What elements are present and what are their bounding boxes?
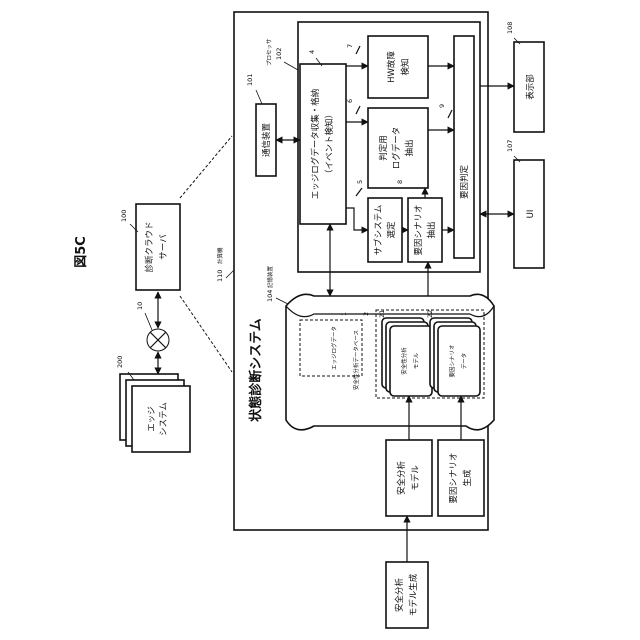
edge-system-label-2: システム <box>159 402 169 436</box>
model-gen-outer-label-2: モデル生成 <box>408 573 419 616</box>
safety-model-label-1: 安全性分析 <box>400 347 408 375</box>
zoom-guide-top <box>180 136 232 198</box>
model-gen-outer-label-1: 安全分析 <box>394 578 405 613</box>
subsystem-label-1: サブシステム <box>373 205 384 256</box>
factor-judge-label: 要因判定 <box>459 165 470 200</box>
log-collect-ref: 4 <box>308 50 316 54</box>
storage-label: 記憶装置 <box>266 265 274 288</box>
scenario-gen-label-1: 要因シナリオ <box>449 452 459 503</box>
display-unit: 表示部 108 <box>480 22 544 132</box>
display-ref: 108 <box>506 22 514 34</box>
hw-detect-label-1: HW故障 <box>386 51 397 83</box>
display-label: 表示部 <box>525 74 536 100</box>
scenario-extract-ref: 8 <box>396 180 404 184</box>
model-gen-inner-label-1: 安全分析 <box>396 461 407 496</box>
figure-label: 図5C <box>74 236 89 268</box>
model-gen-outer: 安全分析 モデル生成 <box>386 516 428 628</box>
edge-system-ref: 200 <box>116 356 124 368</box>
network-ref: 10 <box>136 302 144 310</box>
scenario-extract-label-1: 要因シナリオ <box>414 204 424 255</box>
safety-model-stack: 安全性分析 モデル 21 <box>378 310 432 396</box>
storage-ref: 104 <box>266 290 274 302</box>
computer-ref: 110 <box>216 270 224 282</box>
hw-detect-ref: 7 <box>346 44 354 48</box>
edge-system: エッジ システム 200 <box>116 356 190 452</box>
cloud-server-label-2: サーバ <box>159 234 169 260</box>
log-collect-label-2: （イベント検知） <box>324 110 335 178</box>
zoom-guide-bottom <box>180 296 232 372</box>
scenario-data-label-1: 要因シナリオ <box>449 344 456 377</box>
computer-label: 計算機 <box>216 247 224 264</box>
log-collect-label-1: エッジログデータ収集・格納 <box>310 89 321 200</box>
factor-judge-ref: 9 <box>438 104 446 108</box>
cloud-server: 診断クラウド サーバ 100 <box>120 204 180 290</box>
scenario-data-stack: 要因シナリオ データ 22 <box>426 310 480 396</box>
edge-log-label: エッジログデータ <box>330 326 338 370</box>
model-gen-inner-label-2: モデル <box>410 465 421 491</box>
safety-model-label-2: モデル <box>412 352 420 369</box>
ui-unit: UI 107 <box>480 140 544 268</box>
ui-label: UI <box>526 210 536 219</box>
comm-device-ref: 101 <box>246 74 254 86</box>
ui-ref: 107 <box>506 140 514 152</box>
hw-detect-label-2: 検知 <box>400 58 411 75</box>
system-title: 状態診断システム <box>248 318 264 422</box>
cloud-server-ref: 100 <box>120 210 128 222</box>
log-extract-ref: 6 <box>346 99 354 103</box>
log-extract-label-3: 抽出 <box>404 139 415 156</box>
edge-log-ref: 1 <box>340 312 348 316</box>
comm-device-label: 通信装置 <box>261 123 272 158</box>
processor-label: プロセッサ <box>266 38 273 66</box>
scenario-data-label-2: データ <box>460 353 468 370</box>
safety-model-ref: 21 <box>378 310 386 318</box>
safety-db-label: 安全性分析データベース <box>352 330 360 390</box>
subsystem-ref: 5 <box>356 180 364 184</box>
scenario-extract-label-2: 抽出 <box>426 221 437 238</box>
cloud-server-label-1: 診断クラウド <box>144 221 155 272</box>
safety-db-ref: 2 <box>362 312 370 316</box>
log-collect-block: エッジログデータ収集・格納 （イベント検知） 4 <box>300 50 346 224</box>
log-extract-label-2: ログデータ <box>391 127 402 170</box>
network-node: 10 <box>136 292 169 374</box>
processor-ref: 102 <box>275 48 283 60</box>
log-extract-label-1: 判定用 <box>378 135 389 161</box>
scenario-data-ref: 22 <box>426 310 434 318</box>
subsystem-label-2: 選定 <box>386 221 397 239</box>
edge-system-label-1: エッジ <box>147 406 157 432</box>
scenario-gen-label-2: 生成 <box>462 469 473 487</box>
